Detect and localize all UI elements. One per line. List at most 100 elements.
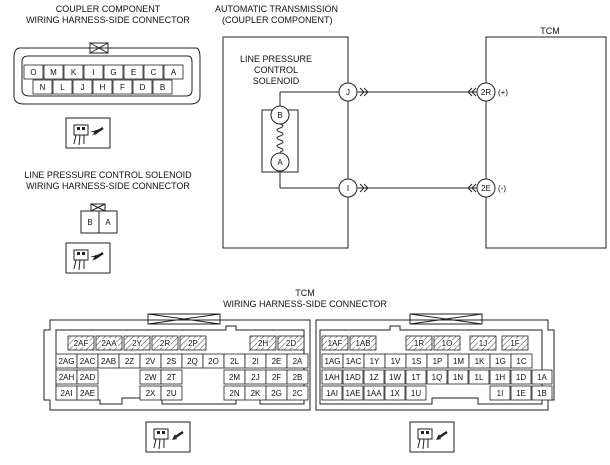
wire-bottom	[357, 183, 478, 193]
tcm-pin-1ae: 1AE	[345, 389, 360, 398]
solenoid-label-line2: CONTROL	[254, 65, 298, 75]
at-title-line2: (COUPLER COMPONENT)	[222, 15, 333, 25]
tcm-pin-2u-cell	[160, 385, 183, 401]
tcm-pin-2p-cell	[179, 335, 207, 351]
tcm-pin-1j: 1J	[479, 339, 487, 348]
tcm-pin-2e-circle	[476, 178, 496, 198]
coupler-pin-l: L	[60, 83, 65, 92]
tcm-pin-2f: 2F	[272, 373, 281, 382]
tcm-pin-1q: 1Q	[432, 373, 443, 382]
tcm-pin-1p: 1P	[433, 357, 443, 366]
lpcs-pin-b: B	[87, 218, 92, 227]
tcm-pin-1ai: 1AI	[326, 389, 338, 398]
tcm-pin-1r-cell	[405, 335, 433, 351]
tcm-pin-2r: 2R	[481, 88, 491, 97]
tcm-pin-1z-cell	[363, 369, 385, 385]
coupler-pin-o: O	[30, 68, 36, 77]
tcm-pin-2r-cell	[151, 335, 179, 351]
tcm-pin-2ae: 2AE	[80, 389, 95, 398]
tcm-pin-2af: 2AF	[74, 339, 89, 348]
coupler-title-line1: COUPLER COMPONENT	[56, 4, 161, 14]
tcm-pin-1n: 1N	[453, 373, 463, 382]
tcm-pin-1j-cell	[469, 335, 497, 351]
tcm-pin-2s: 2S	[167, 357, 177, 366]
tcm-pin-2u: 2U	[166, 389, 176, 398]
coupler-pin-f-cell	[112, 79, 133, 95]
tcm-pin-1r: 1R	[414, 339, 424, 348]
tcm-pin-2d-cell	[277, 335, 305, 351]
coil-pin-b: B	[277, 111, 282, 120]
tcm-pin-2w: 2W	[145, 373, 157, 382]
tcm-pin-1z: 1Z	[369, 373, 378, 382]
tcm-pin-1ah-cell	[321, 369, 343, 385]
tcm-pin-2ag: 2AG	[58, 357, 74, 366]
tcm-pin-1h: 1H	[495, 373, 505, 382]
tcm-pin-1o: 1O	[442, 339, 453, 348]
tcm-pin-2b: 2B	[293, 373, 303, 382]
tcm-pin-2t-cell	[160, 369, 183, 385]
tcm-pin-2r: 2R	[160, 339, 170, 348]
tcm-pin-1f-cell	[501, 335, 529, 351]
pin-i-label: I	[347, 184, 349, 193]
coupler-pin-i-cell	[83, 64, 104, 80]
coupler-pin-l-cell	[52, 79, 73, 95]
tcm-pin-1a-cell	[531, 369, 553, 385]
tcm-pin-2h: 2H	[258, 339, 268, 348]
tcm-pin-1u-cell	[405, 385, 427, 401]
solenoid-label-line1: LINE PRESSURE	[240, 54, 312, 64]
connector-view-icon	[65, 117, 111, 149]
tcm-pin-2h-cell	[249, 335, 277, 351]
tcm-pin-1af: 1AF	[328, 339, 343, 348]
tcm-label: TCM	[540, 26, 560, 36]
coupler-pin-e: E	[131, 68, 136, 77]
tcm-pin-2ac: 2AC	[80, 357, 96, 366]
tcm-pin-2k: 2K	[251, 389, 261, 398]
tcm-pin-2p: 2P	[188, 339, 198, 348]
solenoid-coil: B A	[261, 91, 340, 189]
tcm-pin-2a-cell	[286, 353, 309, 369]
tcm-pin-2af-cell	[67, 335, 95, 351]
tcm-pin-2r-circle	[476, 82, 496, 102]
tcm-pin-1e: 1E	[516, 389, 526, 398]
tcm-pin-1d-cell	[510, 369, 532, 385]
tcm-pin-2z: 2Z	[125, 357, 134, 366]
tcm-pin-1ad: 1AD	[345, 373, 361, 382]
tcm-pin-1l-cell	[468, 369, 490, 385]
tcm-pin-1u: 1U	[411, 389, 421, 398]
wire-top	[357, 87, 478, 97]
tcm-pin-1ai-cell	[321, 385, 343, 401]
tcm-pin-2ad-cell	[76, 369, 99, 385]
tcm-pin-1y: 1Y	[370, 357, 380, 366]
tcm-conn-title-line2: WIRING HARNESS-SIDE CONNECTOR	[223, 299, 387, 309]
lpcs-pin-a: A	[105, 218, 111, 227]
at-box	[222, 36, 349, 249]
coil-pin-a: A	[277, 158, 283, 167]
pin-j-label: J	[346, 88, 350, 97]
coupler-pin-d-cell	[132, 79, 153, 95]
tcm-pin-1b-cell	[531, 385, 553, 401]
tcm-pin-1h-cell	[489, 369, 511, 385]
tcm-pin-2ab: 2AB	[101, 357, 116, 366]
coupler-pin-a: A	[171, 68, 177, 77]
tcm-pin-2aa: 2AA	[101, 339, 117, 348]
tcm-pin-1k: 1K	[475, 357, 485, 366]
tcm-pin-1i-cell	[489, 385, 511, 401]
tcm-pin-2y-cell	[123, 335, 151, 351]
coupler-pin-d: D	[140, 83, 146, 92]
coupler-pin-h: H	[100, 83, 106, 92]
tcm-pin-1ah: 1AH	[324, 373, 340, 382]
tcm-pin-2n: 2N	[229, 389, 239, 398]
coupler-pin-n-cell	[32, 79, 53, 95]
tcm-pin-1aa-cell	[363, 385, 385, 401]
tcm-pin-1x-cell	[384, 385, 406, 401]
tcm-pin-2aa-cell	[95, 335, 123, 351]
tcm-pin-2g: 2G	[271, 389, 282, 398]
tcm-pin-1aa: 1AA	[366, 389, 382, 398]
tcm-pin-1ad-cell	[342, 369, 364, 385]
coupler-pin-b-cell	[152, 79, 173, 95]
connector-view-icon	[409, 421, 455, 453]
tcm-pin-1ab-cell	[349, 335, 377, 351]
